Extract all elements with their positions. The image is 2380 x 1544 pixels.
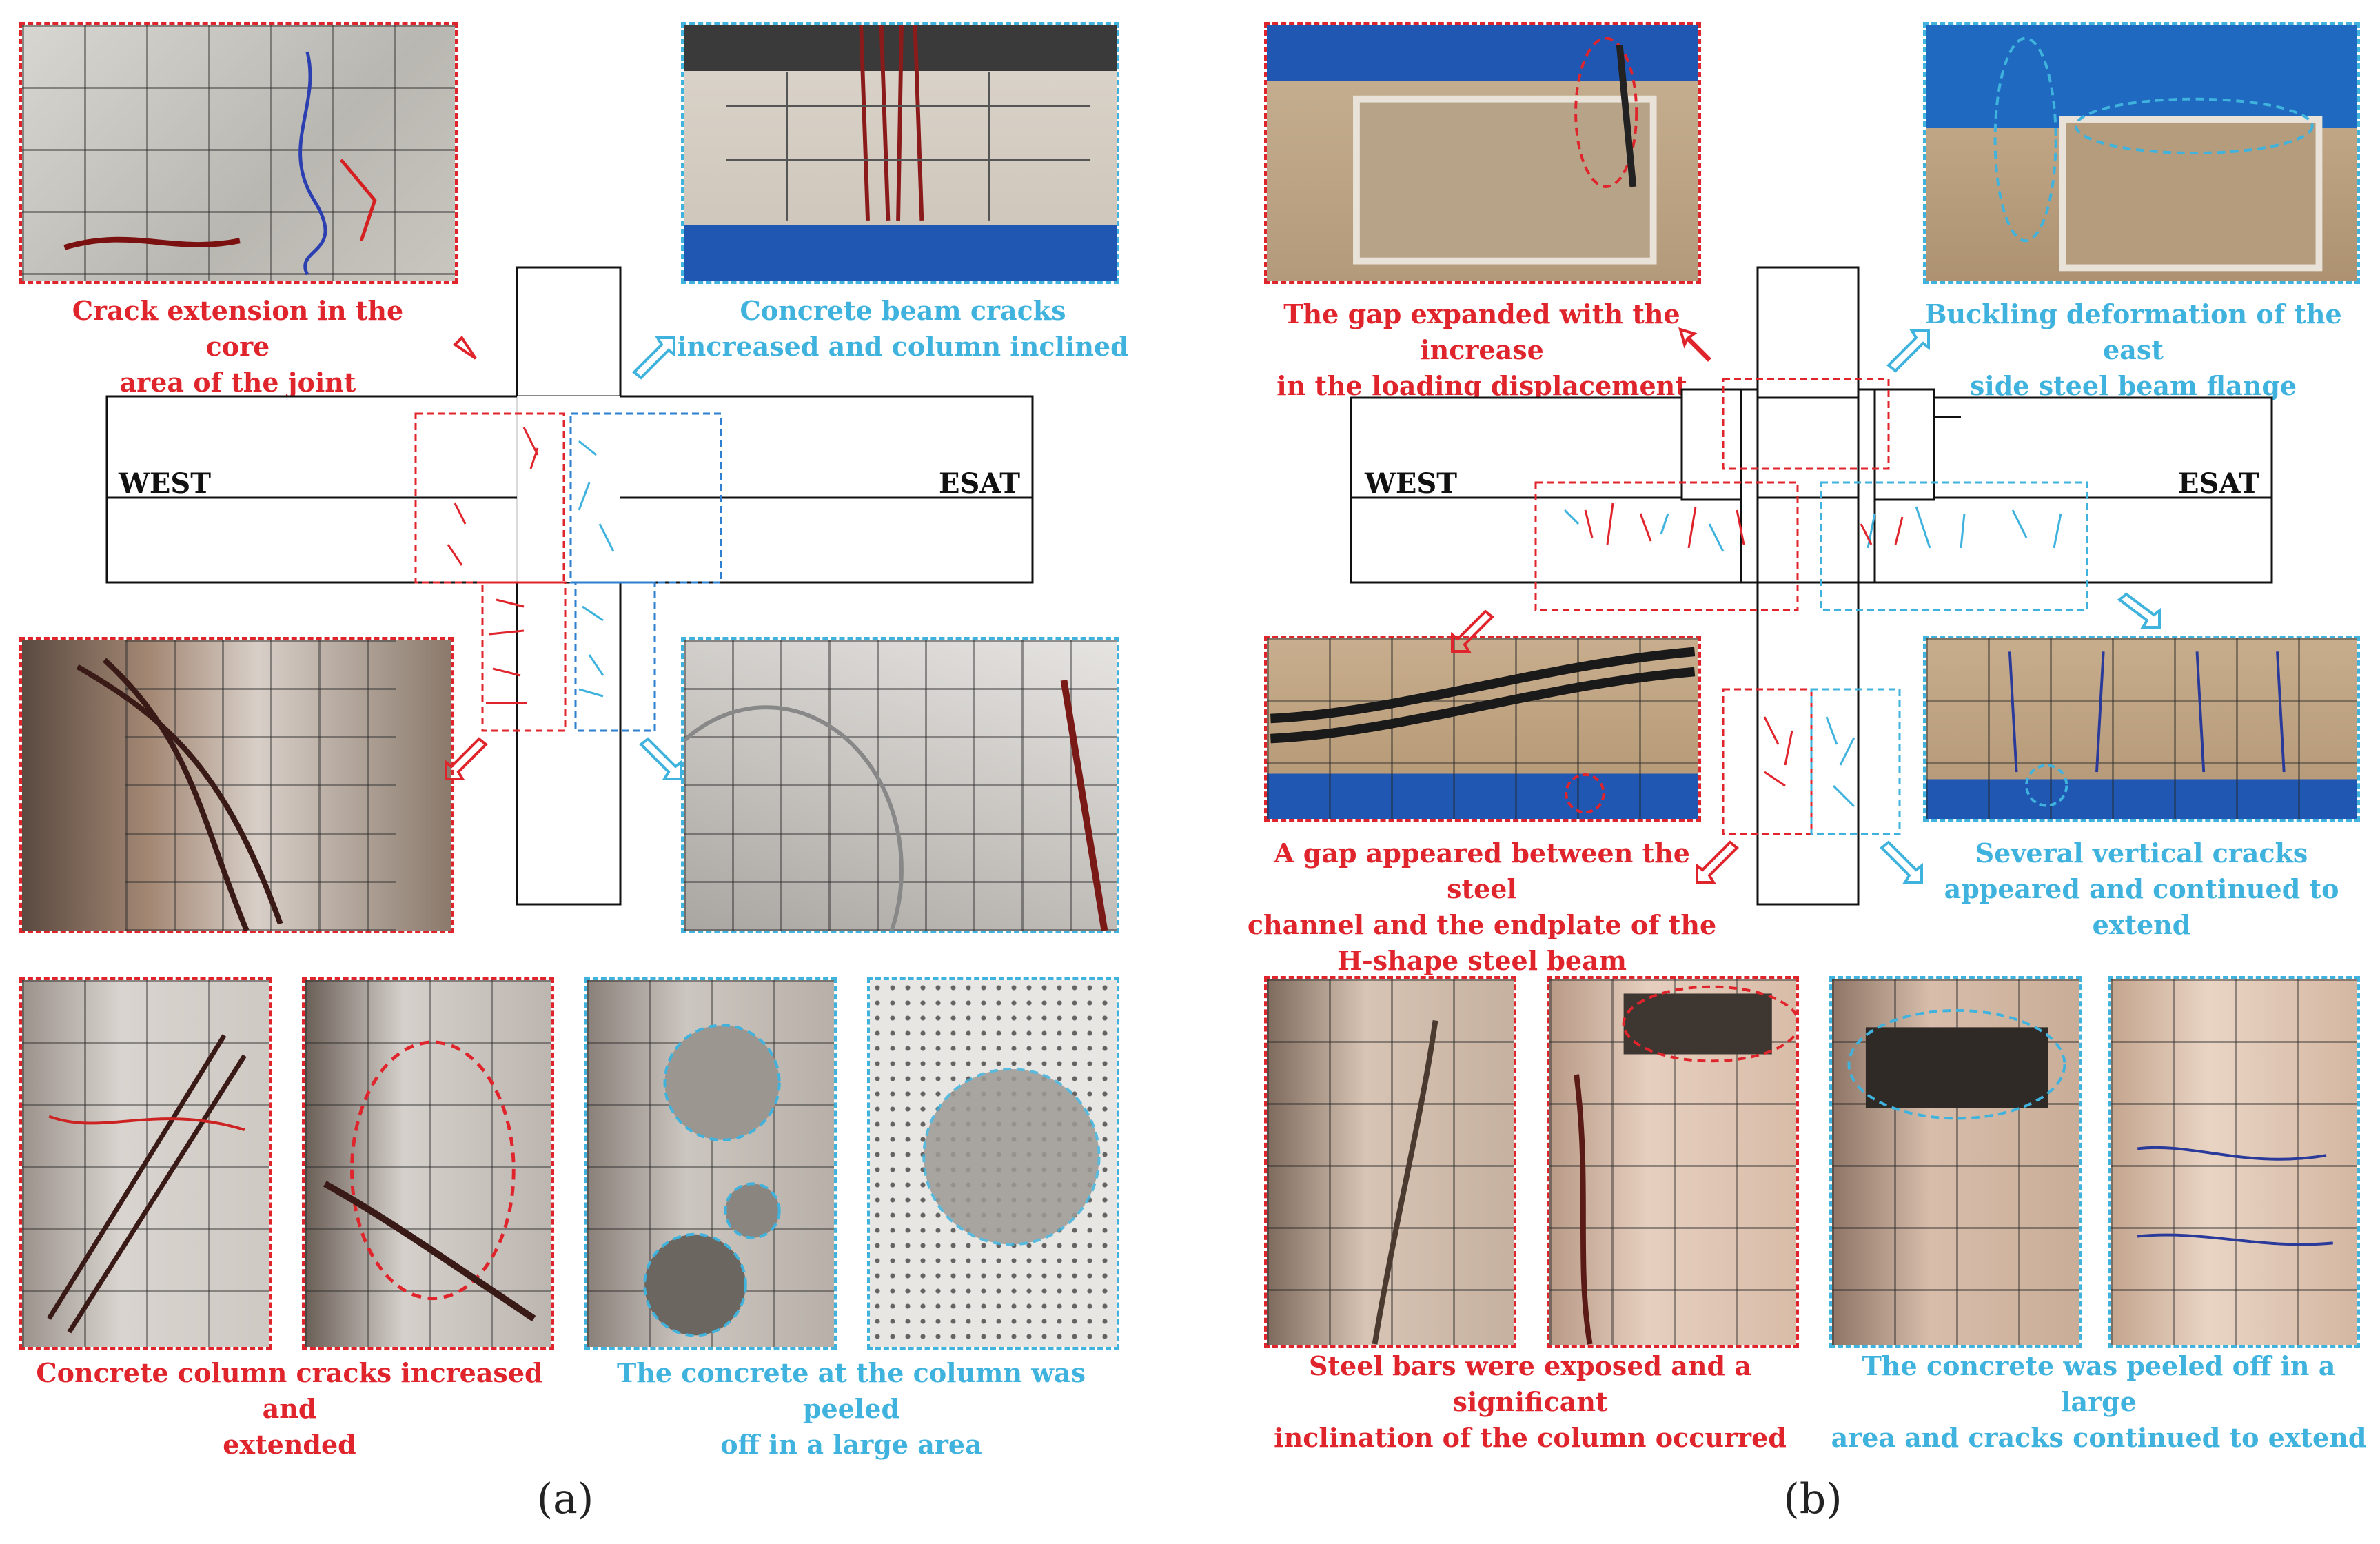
photo-b-vertical-cracks <box>1923 636 2360 822</box>
caption-a-column-cracks: Concrete column cracks increased and ext… <box>36 1357 543 1460</box>
photo-a-column-cracks-1 <box>19 977 272 1350</box>
caption-b-steel-bars: Steel bars were exposed and a significan… <box>1274 1350 1787 1453</box>
photo-a-peeled-1 <box>584 977 837 1350</box>
photo-b-gap-expanded <box>1264 22 1701 284</box>
caption-b-vertical-cracks: Several vertical cracks appeared and con… <box>1944 837 2339 940</box>
east-label-b: ESAT <box>2178 467 2259 500</box>
photo-a-column-left <box>19 637 454 933</box>
photo-b-peeled-2 <box>2108 976 2360 1348</box>
caption-b-peeled: The concrete was peeled off in a large a… <box>1831 1350 2367 1453</box>
photo-b-steel-bars-2 <box>1547 976 1799 1348</box>
west-label-b: WEST <box>1364 467 1457 500</box>
caption-a-beam-cracks: Concrete beam cracks increased and colum… <box>677 295 1129 362</box>
caption-b-channel-gap: A gap appeared between the steel channel… <box>1247 837 1717 976</box>
photo-a-peeled-2 <box>867 977 1119 1350</box>
panel-label-a: (a) <box>536 1475 594 1523</box>
photo-a-core-crack <box>19 22 458 284</box>
photo-a-column-right <box>681 637 1119 933</box>
caption-a-peeled: The concrete at the column was peeled of… <box>616 1357 1086 1460</box>
photo-b-steel-channel-gap <box>1264 636 1701 822</box>
west-label-a: WEST <box>118 467 211 500</box>
panel-label-b: (b) <box>1783 1475 1842 1523</box>
photo-b-flange-buckling <box>1923 22 2360 284</box>
photo-b-steel-bars-1 <box>1264 976 1516 1348</box>
beam-a <box>105 395 1034 584</box>
photo-a-column-cracks-2 <box>302 977 554 1350</box>
photo-b-peeled-1 <box>1829 976 2082 1348</box>
east-label-a: ESAT <box>939 467 1020 500</box>
caption-a-core-crack: Crack extension in the core area of the … <box>72 295 404 398</box>
photo-a-beam-cracks <box>681 22 1119 284</box>
caption-b-gap-expanded: The gap expanded with the increase in th… <box>1277 298 1687 401</box>
caption-b-flange-buckling: Buckling deformation of the east side st… <box>1924 298 2342 437</box>
column-b <box>1756 266 1860 906</box>
column-a <box>516 266 622 906</box>
